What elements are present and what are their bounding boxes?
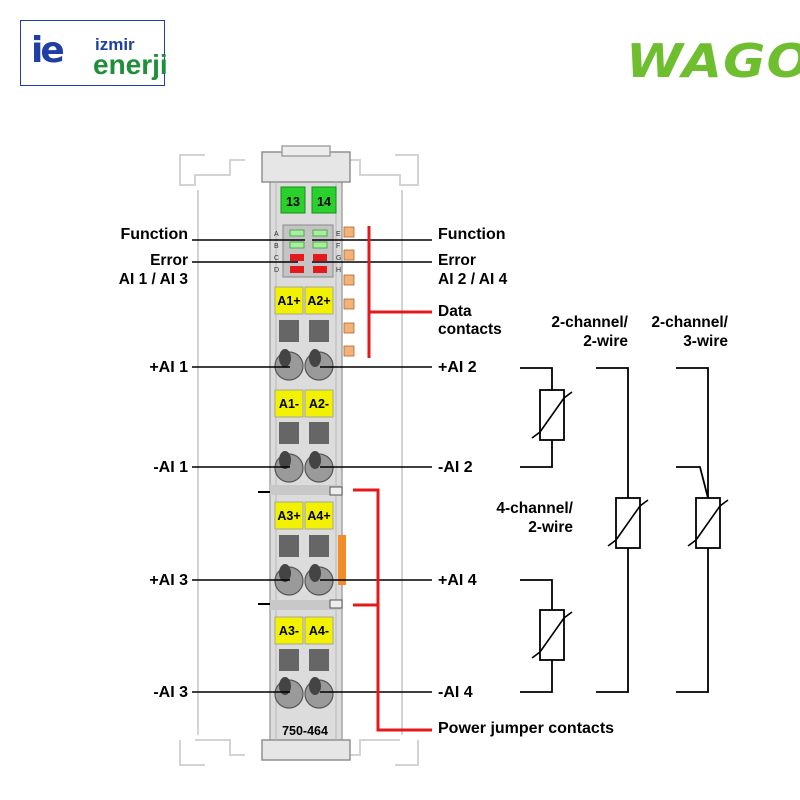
plate-a3-plus: A3+ (277, 509, 300, 523)
label-2ch-3wire: 2-channel/ (651, 314, 728, 331)
label-data-contacts: Data (438, 303, 472, 320)
terminal-group-2: A1- A2- (274, 389, 334, 483)
wiring-diagrams (520, 367, 729, 693)
svg-text:D: D (274, 267, 279, 274)
terminal-group-4: A3- A4- (274, 616, 334, 709)
label-2ch-3wire-sub: 3-wire (683, 333, 728, 350)
label-plus-ai1: +AI 1 (149, 359, 188, 376)
led-d (290, 266, 304, 273)
led-row-letters: A B C D E F G H (274, 231, 341, 274)
plate-a3-minus: A3- (279, 624, 299, 638)
label-function-left: Function (120, 226, 188, 243)
terminal-group-3: A3+ A4+ (274, 501, 346, 596)
terminal-group-1: A1+ A2+ (274, 286, 334, 381)
label-function-right: Function (438, 226, 506, 243)
enerji-logo-word: enerji (93, 49, 168, 80)
svg-text:C: C (274, 255, 279, 262)
label-plus-ai2: +AI 2 (438, 359, 477, 376)
label-data-contacts-2: contacts (438, 321, 502, 338)
plate-a1-minus: A1- (279, 397, 299, 411)
status-led-block (282, 224, 334, 278)
svg-text:A: A (274, 231, 279, 238)
plate-a1-plus: A1+ (277, 294, 300, 308)
izmir-enerji-logo: ie izmir enerji (20, 20, 168, 86)
plate-a2-plus: A2+ (307, 294, 330, 308)
label-4ch-2wire: 4-channel/ (496, 500, 573, 517)
led-a (289, 229, 305, 237)
izmir-enerji-mark: ie (31, 30, 65, 71)
svg-text:G: G (336, 255, 341, 262)
label-2ch-2wire: 2-channel/ (551, 314, 628, 331)
led-channel-14: 14 (311, 186, 337, 214)
label-2ch-2wire-sub: 2-wire (583, 333, 628, 350)
din-rail-outline (179, 154, 419, 766)
plate-a4-minus: A4- (309, 624, 329, 638)
svg-text:13: 13 (286, 195, 300, 209)
svg-text:H: H (336, 267, 341, 274)
label-power-jumper: Power jumper contacts (438, 720, 614, 737)
jumper-marks (258, 486, 343, 609)
label-error-left-channels: AI 1 / AI 3 (119, 271, 189, 288)
label-minus-ai2: -AI 2 (438, 459, 473, 476)
wago-logo: WAGO (626, 34, 800, 88)
svg-text:14: 14 (317, 195, 331, 209)
label-minus-ai1: -AI 1 (153, 459, 188, 476)
led-e (312, 229, 328, 237)
led-h (313, 266, 327, 273)
label-4ch-2wire-sub: 2-wire (528, 519, 573, 536)
label-plus-ai4: +AI 4 (438, 572, 477, 589)
label-error-right-channels: AI 2 / AI 4 (438, 271, 508, 288)
label-error-left: Error (150, 252, 188, 269)
label-error-right: Error (438, 252, 476, 269)
label-plus-ai3: +AI 3 (149, 572, 188, 589)
svg-text:B: B (274, 243, 279, 250)
izmir-logo-word: izmir (95, 35, 135, 54)
red-brackets (353, 226, 432, 732)
label-minus-ai3: -AI 3 (153, 684, 188, 701)
leader-lines (192, 239, 432, 693)
led-g (313, 254, 327, 261)
power-jumper-contact (338, 535, 346, 585)
svg-text:E: E (336, 231, 341, 238)
data-contact-pins (343, 226, 355, 357)
label-minus-ai4: -AI 4 (438, 684, 473, 701)
led-channel-13: 13 (280, 186, 306, 214)
led-c (290, 254, 304, 261)
module-model-number: 750-464 (282, 724, 328, 738)
led-f (312, 241, 328, 249)
plate-a4-plus: A4+ (307, 509, 330, 523)
plate-a2-minus: A2- (309, 397, 329, 411)
led-b (289, 241, 305, 249)
svg-text:F: F (336, 243, 340, 250)
